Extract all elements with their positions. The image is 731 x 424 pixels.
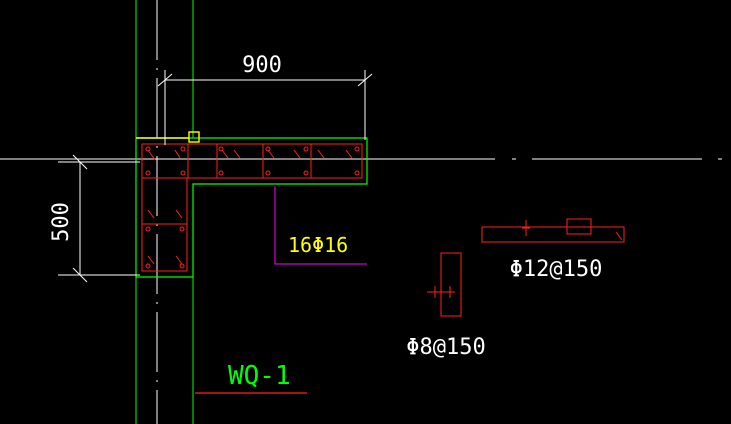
bar-dot — [218, 170, 224, 176]
tie-box-4 — [310, 143, 363, 179]
square-snap-icon[interactable] — [136, 131, 200, 143]
bar-dot — [265, 146, 271, 152]
tie-bar-detail — [427, 252, 462, 317]
bar-dot — [303, 170, 309, 176]
wall-boundary-lines — [135, 0, 194, 424]
horizontal-bar-detail — [481, 218, 625, 243]
bar-dot — [145, 226, 151, 232]
bar-dot — [179, 263, 185, 269]
bar-dot — [180, 170, 186, 176]
bar-dot — [180, 146, 186, 152]
dimension-vertical — [58, 154, 140, 283]
rebar-cage — [141, 143, 363, 272]
bar-dot — [354, 146, 360, 152]
bar-dot — [145, 170, 151, 176]
tie-box-2 — [216, 143, 264, 179]
main-bars-label: 16Φ16 — [288, 233, 348, 257]
bar-dot — [218, 146, 224, 152]
bar-dot — [265, 170, 271, 176]
horizontal-bar-label: Φ12@150 — [510, 257, 603, 282]
bar-dot — [179, 226, 185, 232]
main-bar-leader-line — [274, 186, 367, 265]
l-column-outline — [135, 137, 368, 278]
tie-bar-label: Φ8@150 — [406, 335, 485, 360]
bar-dot — [303, 146, 309, 152]
bar-dot — [145, 146, 151, 152]
bar-dot — [145, 263, 151, 269]
dimension-vertical-text: 500 — [49, 202, 74, 242]
main-bar-dots — [145, 146, 360, 269]
wall-id-label: WQ-1 — [228, 361, 291, 391]
dimension-horizontal-text: 900 — [242, 53, 282, 78]
dimension-horizontal — [157, 70, 373, 145]
bar-dot — [354, 170, 360, 176]
